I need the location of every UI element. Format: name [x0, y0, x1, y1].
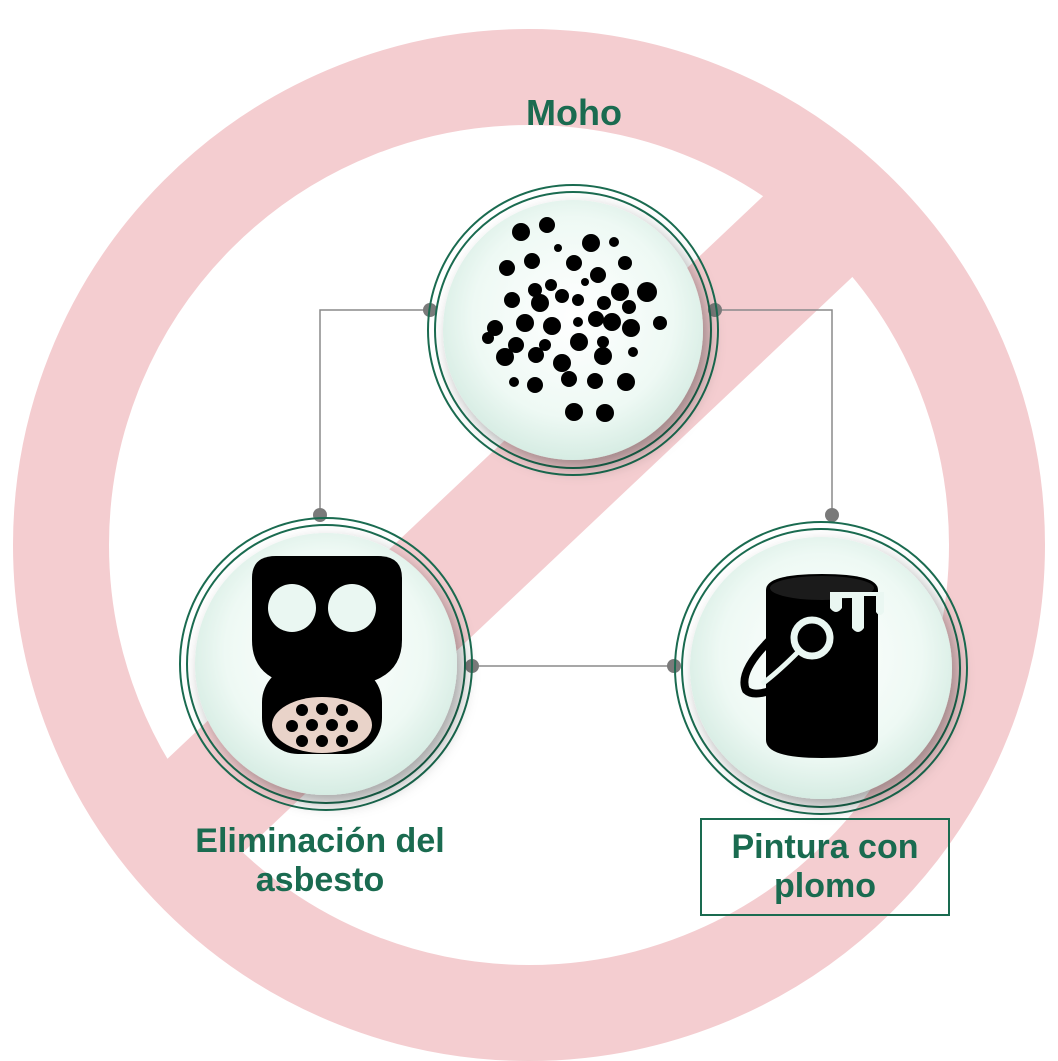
label-moho-line-1: Moho — [526, 92, 622, 133]
label-plomo-line-2: plomo — [774, 867, 876, 906]
gas-mask-icon — [252, 556, 402, 754]
label-plomo: Pintura con plomo — [700, 818, 950, 916]
label-asbesto-line-1: Eliminación del — [195, 822, 445, 860]
connector-lines — [319, 309, 833, 667]
label-asbesto: Eliminación del asbesto — [150, 822, 490, 900]
label-moho: Moho — [454, 92, 694, 133]
label-asbesto-line-2: asbesto — [255, 861, 385, 900]
node-moho — [427, 184, 719, 476]
mold-spores-icon — [482, 217, 667, 422]
connector-moho-asbesto — [319, 309, 430, 515]
label-plomo-line-1: Pintura con — [731, 828, 919, 866]
node-asbesto — [179, 517, 473, 811]
node-plomo — [674, 521, 968, 815]
paint-bucket-icon — [740, 574, 884, 758]
connector-moho-plomo — [715, 309, 833, 515]
